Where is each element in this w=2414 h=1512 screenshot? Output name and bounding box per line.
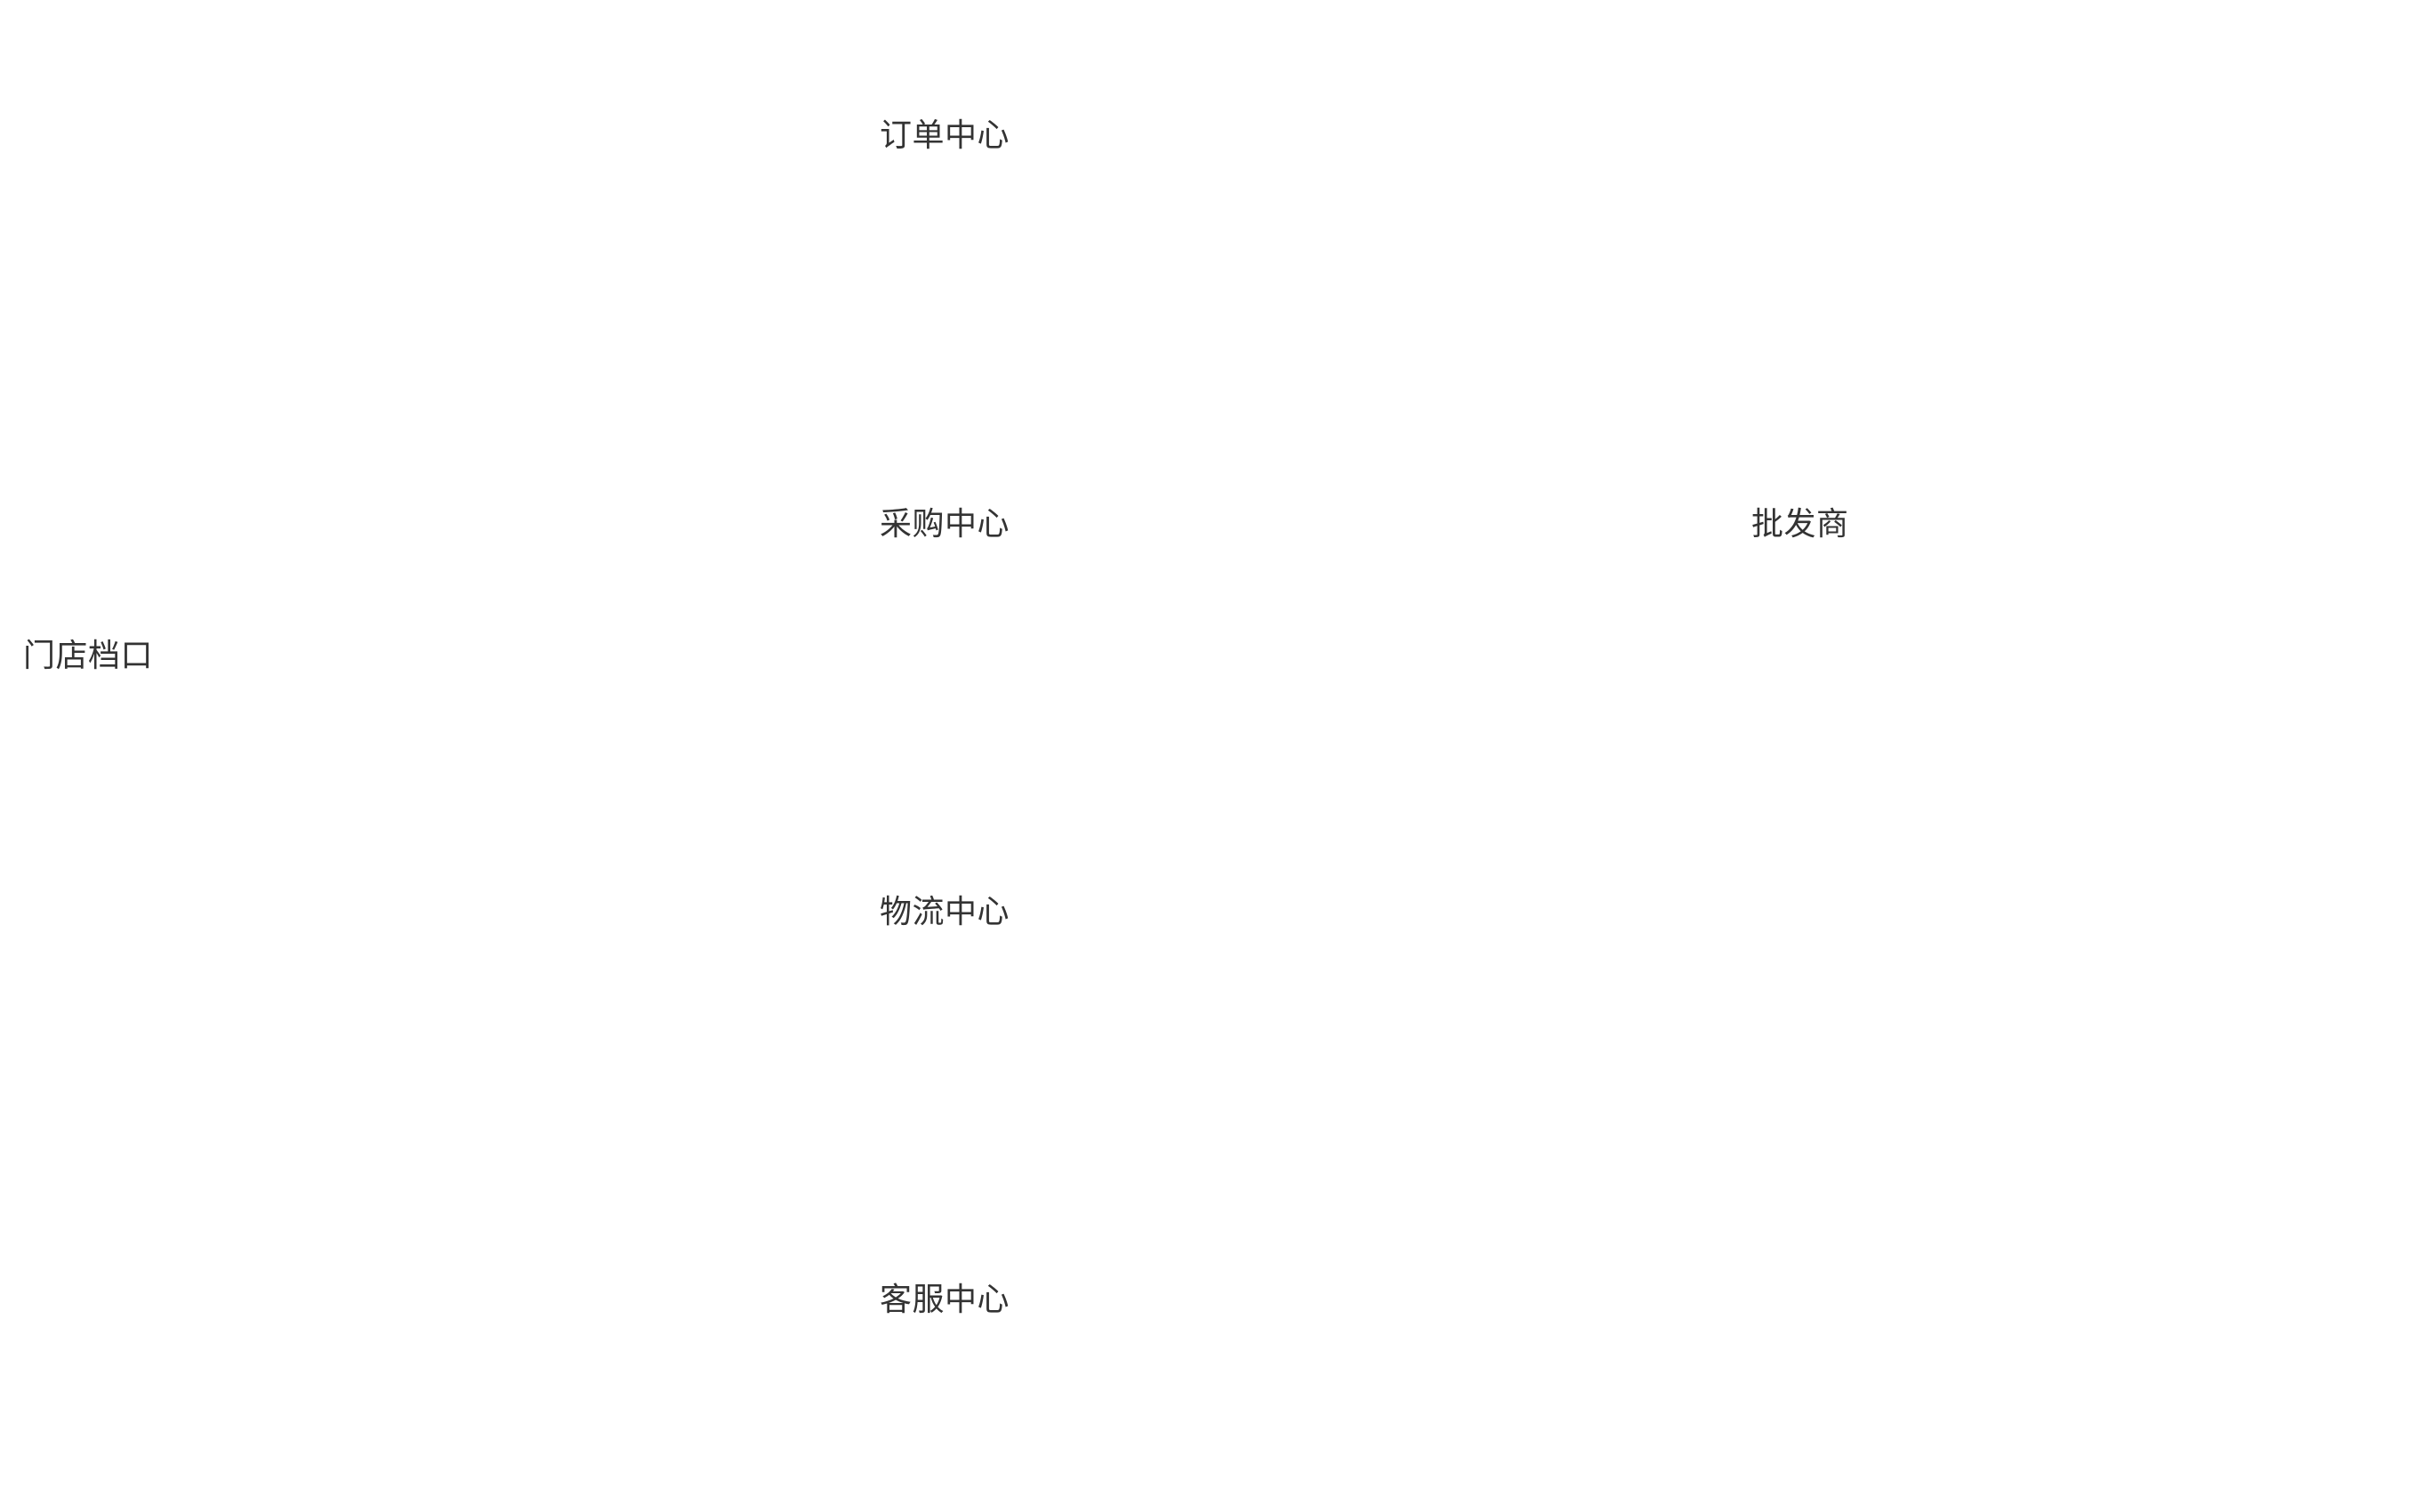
node-store-stall: 门店档口 (23, 638, 154, 674)
node-customer-service-center: 客服中心 (880, 1282, 1010, 1318)
node-wholesaler: 批发商 (1751, 506, 1849, 543)
node-order-center: 订单中心 (880, 117, 1010, 154)
node-purchase-center: 采购中心 (880, 506, 1010, 543)
node-logistics-center: 物流中心 (880, 894, 1010, 930)
